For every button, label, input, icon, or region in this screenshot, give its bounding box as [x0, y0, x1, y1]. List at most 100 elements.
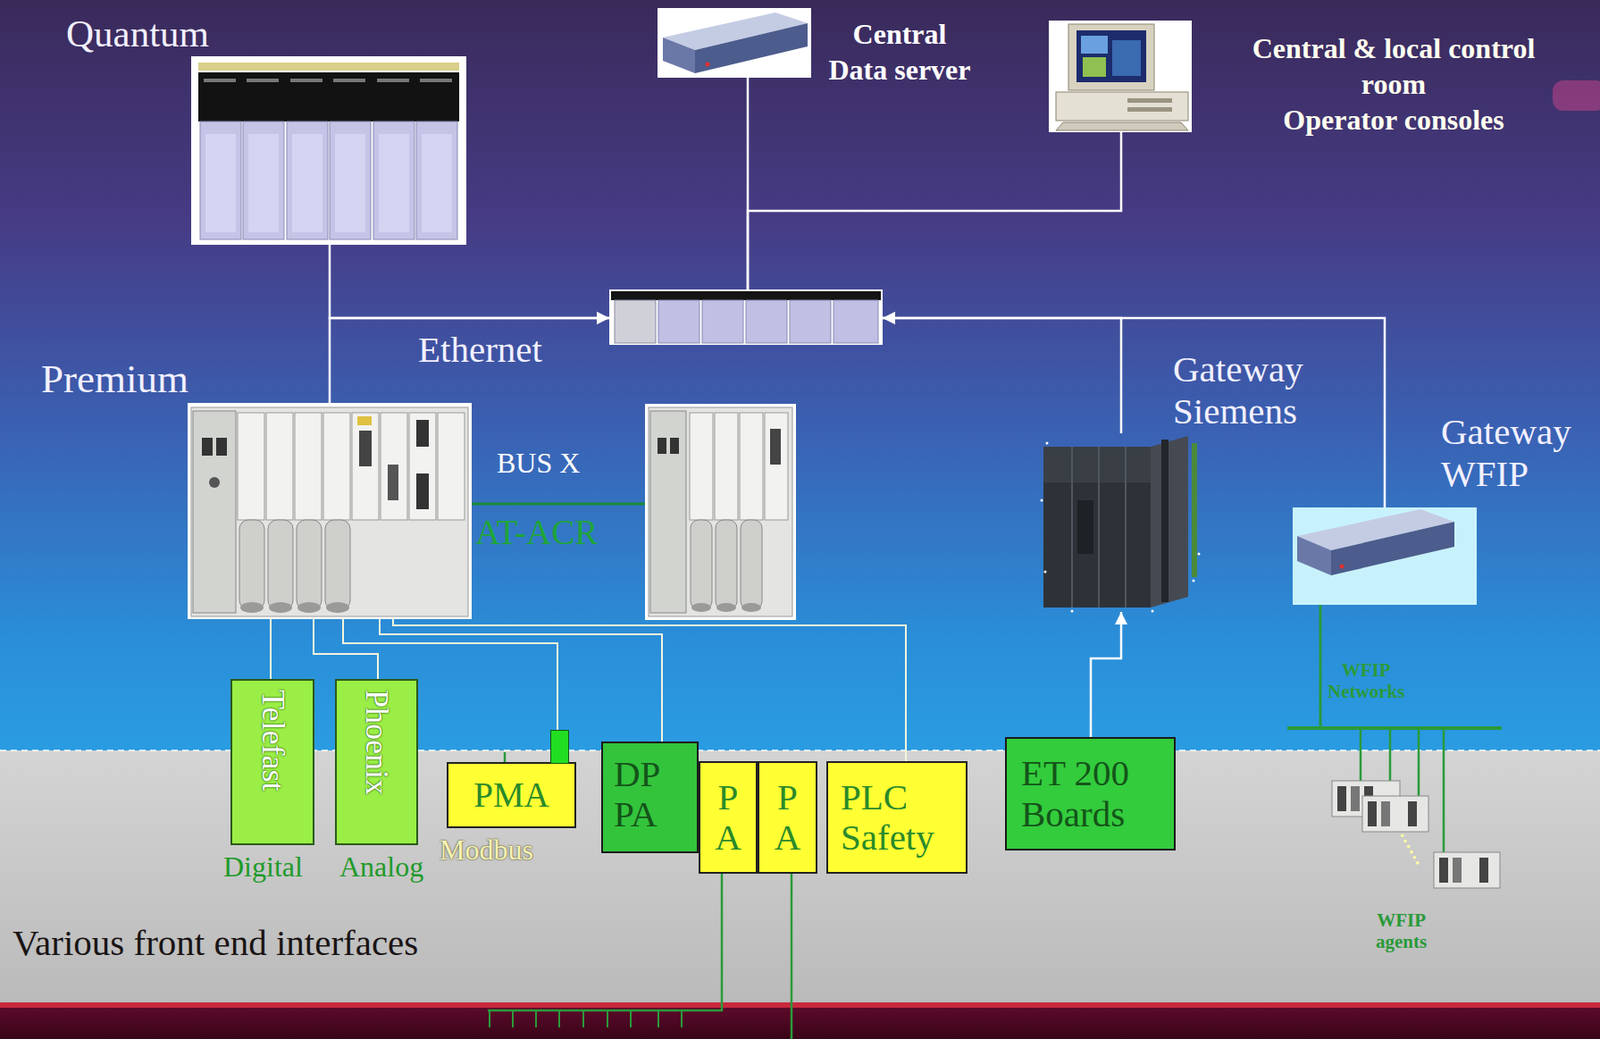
interface-box: P A: [698, 761, 758, 874]
premium-plc: Premium: [187, 402, 472, 620]
operator-console: [1055, 92, 1189, 121]
box-label: P A: [774, 777, 802, 858]
premium-rack: [240, 602, 264, 613]
node-label: Central Data server: [824, 16, 975, 88]
connector: [379, 619, 662, 742]
box-label: Phoenix: [359, 689, 395, 796]
quantum-rack: [290, 78, 323, 83]
field-wiring: [606, 1010, 609, 1028]
operator-console: [1076, 30, 1147, 83]
premium-rack: [268, 519, 294, 610]
field-wiring: [657, 1010, 660, 1028]
connector: [393, 619, 906, 762]
field-wiring: [511, 1010, 514, 1028]
bus-x-cable: [471, 502, 646, 506]
quantum-rack: [376, 78, 410, 83]
quantum-rack: [248, 134, 279, 233]
quantum-rack: [416, 121, 458, 240]
siemens-plc: [1046, 442, 1049, 445]
premium-rack: [201, 437, 213, 456]
premium-extension-rack: [689, 412, 713, 520]
field-wiring: [488, 1010, 491, 1028]
connector: [313, 619, 378, 679]
operator-console: [1048, 20, 1192, 133]
interface-box: Phoenix: [335, 678, 419, 846]
ethernet-switch: [611, 291, 881, 301]
wfip-agent: [1381, 801, 1391, 827]
wfip-network: [1442, 728, 1446, 853]
wfip-agent: [1331, 780, 1500, 888]
quantum-rack: [333, 78, 366, 83]
premium-extension-rack: [691, 603, 712, 612]
background: [0, 1007, 1600, 1039]
node-label: Gateway WFIP: [1440, 410, 1572, 495]
siemens-plc: [1044, 570, 1048, 574]
premium-rack: [239, 519, 265, 610]
background: [0, 0, 1600, 751]
siemens-plc: [1161, 439, 1169, 603]
premium-rack: [326, 602, 350, 613]
premium-rack: [325, 519, 351, 610]
quantum-rack: [419, 78, 453, 83]
ethernet-switch: [745, 300, 788, 344]
connectors: [270, 77, 1385, 763]
wfip-agent: [1433, 852, 1500, 888]
connector: [269, 619, 272, 679]
wfip-network: [1287, 604, 1502, 865]
annotation: Various front end interfaces: [12, 921, 419, 964]
ethernet-switch: [789, 300, 831, 344]
data-server: [662, 37, 696, 74]
connector: [882, 318, 1385, 508]
connector: [329, 244, 610, 319]
premium-extension-rack: [741, 603, 762, 612]
operator-console: [1055, 122, 1189, 131]
annotation: AT-ACR: [475, 512, 598, 553]
ethernet-switch: Ethernet: [609, 289, 883, 345]
siemens-plc: [1151, 610, 1155, 613]
operator-console: Central & local control roomOperator con…: [1048, 20, 1192, 133]
ethernet-switch: [702, 300, 744, 344]
ethernet-switch: [614, 300, 656, 344]
interface-box: P A: [757, 761, 818, 874]
siemens-plc: [1077, 500, 1094, 554]
interface-box: PMA: [446, 762, 577, 829]
premium-extension-rack: [648, 407, 793, 617]
premium-rack: [187, 402, 472, 620]
box-label: PMA: [473, 776, 550, 815]
annotation: WFIP agents: [1375, 909, 1427, 953]
node-label: Operator consoles: [1234, 101, 1553, 138]
background: [0, 1002, 1600, 1008]
connector: [747, 132, 1122, 290]
wfip-agent: [1337, 786, 1347, 812]
wfip-agent: [1439, 857, 1449, 883]
wfip-network: [1319, 604, 1323, 729]
quantum-rack: [246, 78, 279, 83]
premium-extension-rack: [714, 412, 738, 520]
premium-rack: [416, 473, 429, 510]
premium-rack: [437, 412, 465, 520]
siemens-plc: [1197, 552, 1201, 556]
modbus-port: [550, 729, 570, 764]
wfip-agent: [1362, 795, 1429, 832]
wfip-agent: [1350, 786, 1360, 812]
siemens-plc: [1150, 435, 1189, 608]
annotation: BUS X: [496, 446, 580, 480]
premium-extension-rack: [690, 519, 713, 610]
operator-console: [1127, 98, 1173, 103]
annotation: Modbus: [439, 833, 534, 867]
quantum-rack: [373, 121, 415, 240]
premium-rack: [296, 519, 322, 610]
annotation: Analog: [339, 850, 424, 884]
quantum-plc: Quantum: [191, 56, 467, 245]
premium-rack: [187, 402, 472, 620]
premium-rack: [351, 412, 379, 520]
siemens-plc: [1097, 446, 1100, 608]
wfip-agent: [1407, 801, 1417, 827]
quantum-rack: [242, 121, 285, 240]
premium-rack: [323, 412, 351, 520]
premium-rack: [359, 430, 372, 467]
premium-rack: [294, 412, 322, 520]
data-server: [695, 23, 808, 74]
